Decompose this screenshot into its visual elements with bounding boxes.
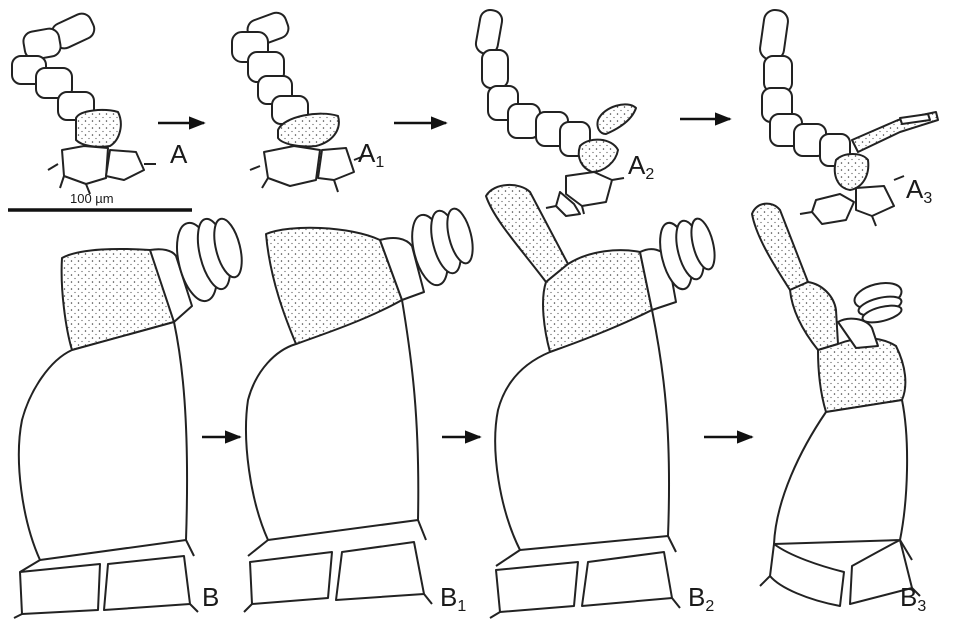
panel-label-b3: B3 xyxy=(900,584,926,615)
panel-a1-filament xyxy=(232,10,364,192)
panel-label-a2: A2 xyxy=(628,152,654,183)
panel-b2-filament xyxy=(486,185,719,618)
panel-label-a3: A3 xyxy=(906,176,932,207)
scale-bar-label: 100 µm xyxy=(70,191,114,206)
panel-a-filament xyxy=(12,10,156,194)
panel-b1-filament xyxy=(244,206,477,612)
panel-label-a1: A1 xyxy=(358,140,384,171)
panel-a2-filament xyxy=(474,8,636,216)
panel-label-b2: B2 xyxy=(688,584,714,615)
panel-label-a: A xyxy=(170,141,187,172)
panel-label-b: B xyxy=(202,584,219,615)
panel-label-b1: B1 xyxy=(440,584,466,615)
panel-b-filament xyxy=(14,216,247,618)
panel-b3-filament xyxy=(752,204,920,606)
